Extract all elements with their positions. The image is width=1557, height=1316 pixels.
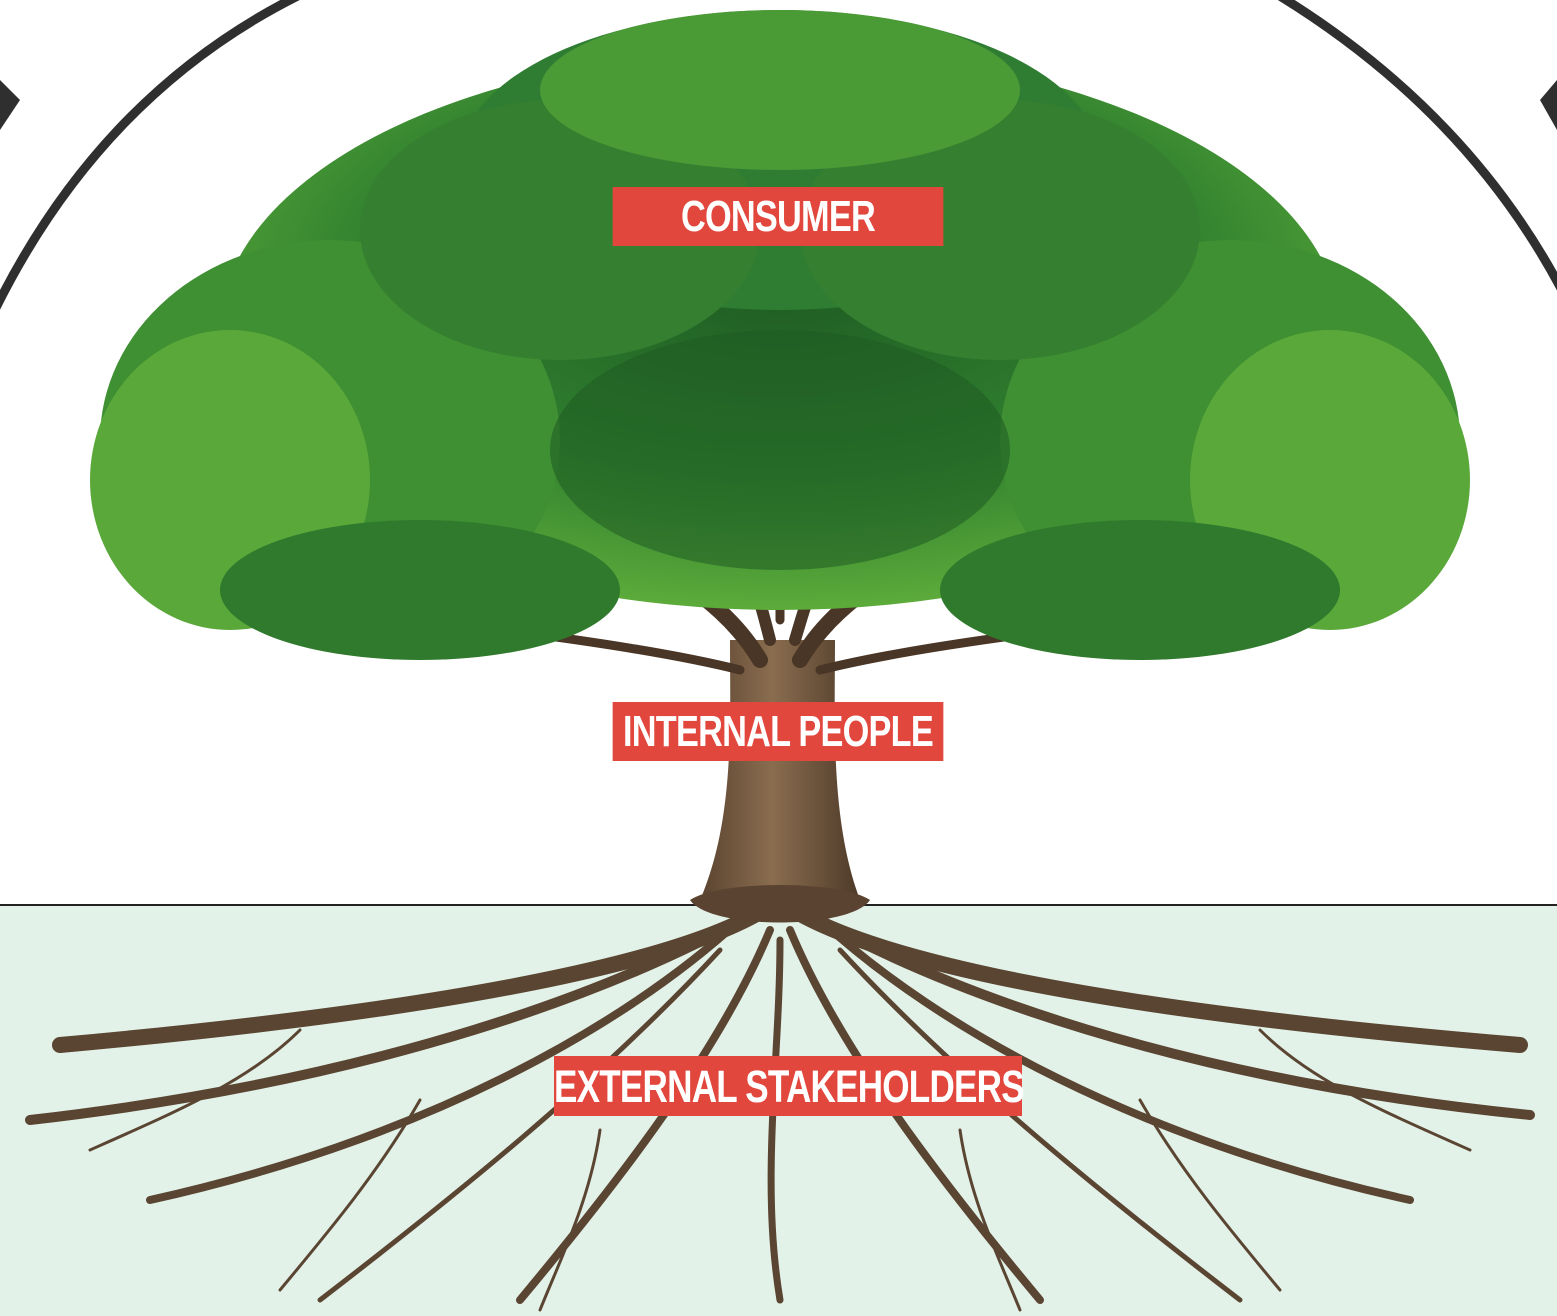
trunk-base	[690, 885, 870, 923]
enclosing-arc	[0, 0, 300, 310]
trunk	[700, 640, 860, 900]
label-internal-people: INTERNAL PEOPLE	[612, 702, 944, 761]
enclosing-arc	[1277, 0, 1557, 291]
arc-tick-right	[1540, 80, 1557, 130]
canopy	[90, 10, 1470, 660]
arc-tick-left	[0, 80, 20, 130]
label-consumer: CONSUMER	[612, 187, 944, 246]
label-external-stakeholders: EXTERNAL STAKEHOLDERS	[554, 1056, 1025, 1116]
roots	[25, 892, 1535, 1312]
